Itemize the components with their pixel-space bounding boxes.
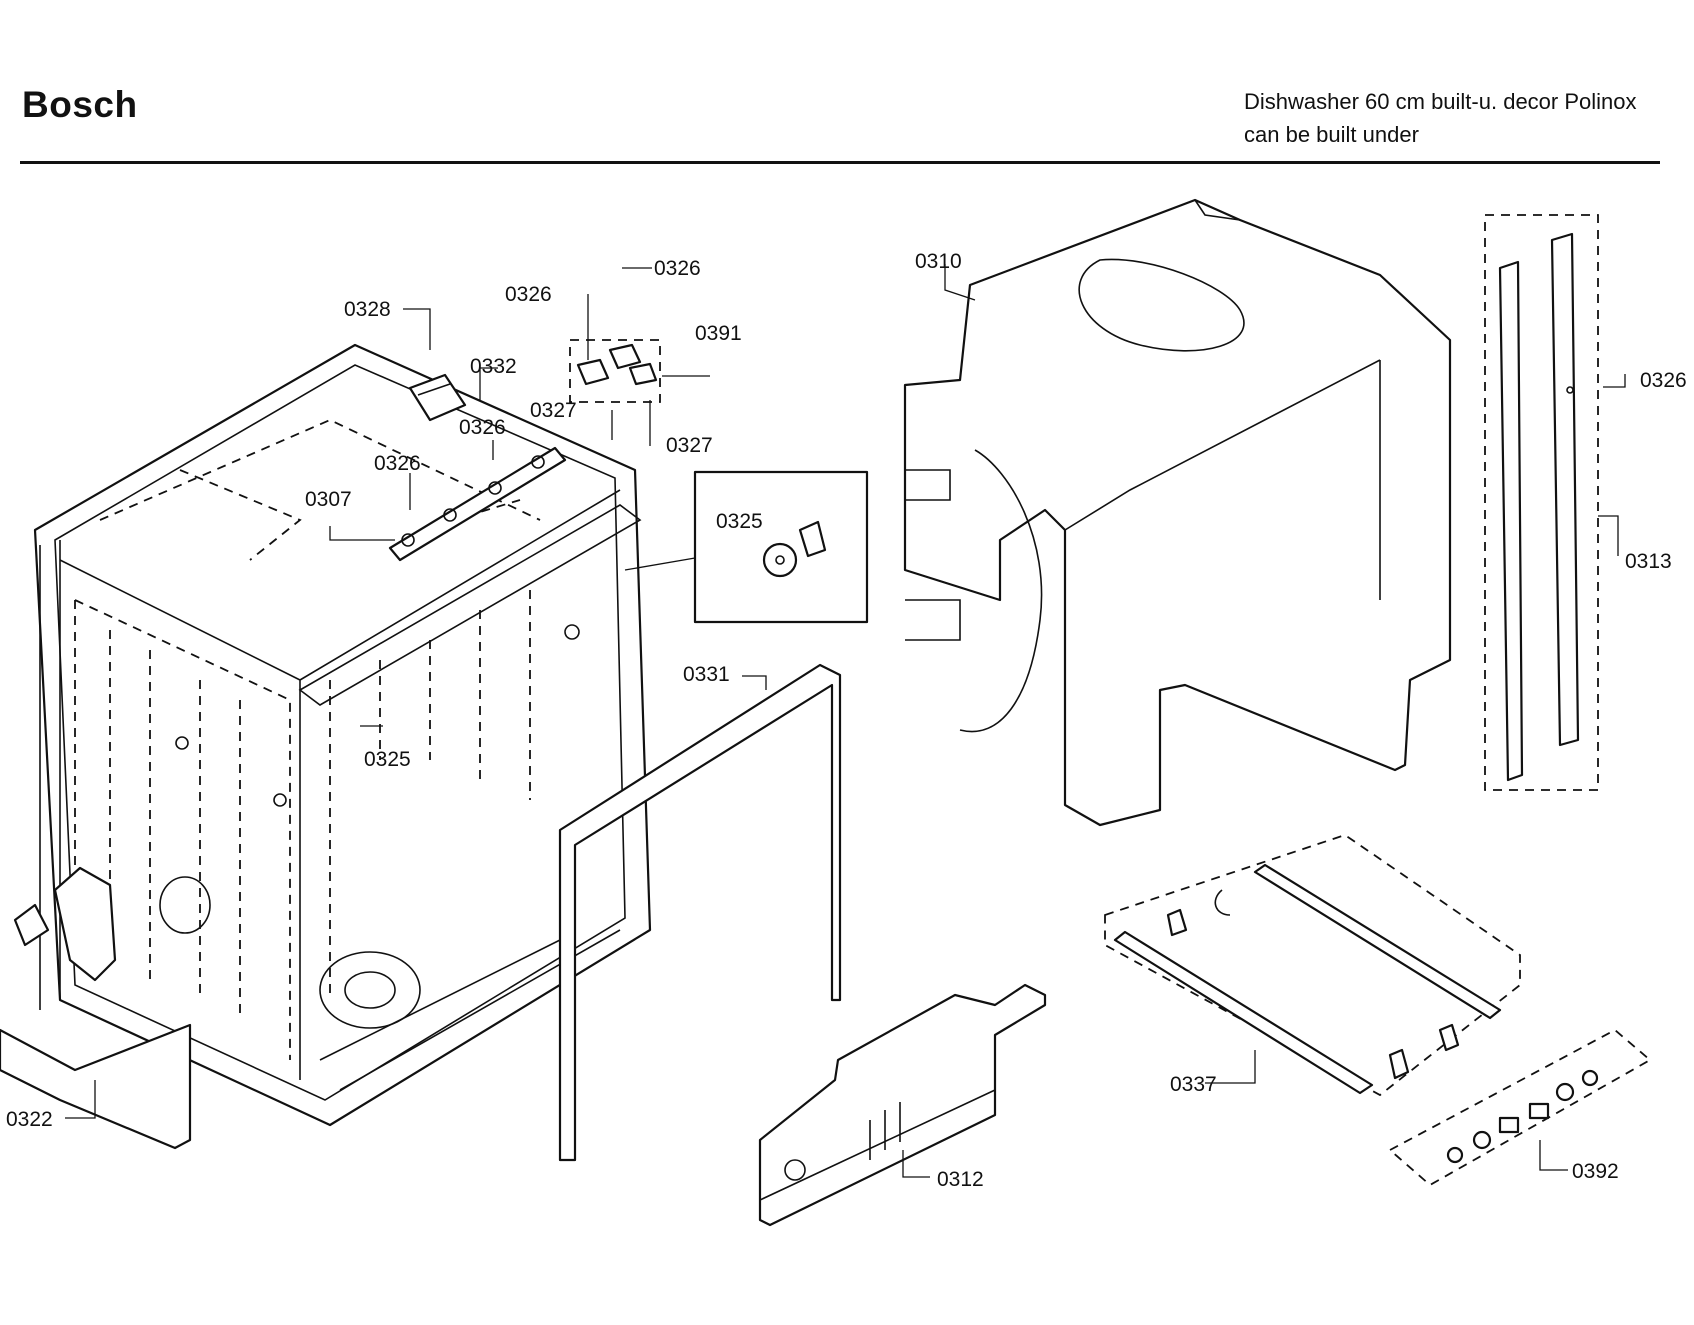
callout-0337: 0337	[1170, 1073, 1217, 1096]
callout-0313: 0313	[1625, 550, 1672, 573]
header-divider	[20, 161, 1660, 164]
callout-0322: 0322	[6, 1108, 53, 1131]
callout-0307: 0307	[305, 488, 352, 511]
side-panel-0322	[0, 866, 192, 1150]
callout-0392: 0392	[1572, 1160, 1619, 1183]
insulation-mat-0310	[903, 198, 1452, 827]
rail-kit-0337	[1104, 834, 1521, 1097]
front-strip-0312	[758, 983, 1047, 1227]
callout-0327: 0327	[666, 434, 713, 457]
washer-detail-box-0325	[624, 470, 869, 624]
callout-0325: 0325	[364, 748, 411, 771]
callout-0326: 0326	[654, 257, 701, 280]
side-rails-0313	[1484, 214, 1599, 791]
door-seal-0331	[558, 663, 842, 1162]
callout-0331: 0331	[683, 663, 730, 686]
dishwasher-tub	[33, 343, 652, 1127]
callout-0326: 0326	[505, 283, 552, 306]
bracket-0332	[408, 373, 467, 422]
callout-0327: 0327	[530, 399, 577, 422]
callout-0326: 0326	[1640, 369, 1687, 392]
callout-0312: 0312	[937, 1168, 984, 1191]
callout-labels: 0328 0332 0326 0326 0391 0327 0327 0326 …	[6, 250, 1687, 1191]
brand-title: Bosch	[22, 84, 138, 125]
callout-0332: 0332	[470, 355, 517, 378]
model-description: Dishwasher 60 cm built-u. decor Polinox	[1244, 89, 1637, 114]
model-description-sub: can be built under	[1244, 122, 1419, 147]
clip-group-0326-0327	[569, 339, 661, 403]
callout-0326: 0326	[459, 416, 506, 439]
callout-0328: 0328	[344, 298, 391, 321]
callout-0310: 0310	[915, 250, 962, 273]
leader-lines	[65, 264, 1626, 1178]
callout-0326: 0326	[374, 452, 421, 475]
callout-0325: 0325	[716, 510, 763, 533]
hardware-kit-0392	[1388, 1028, 1652, 1187]
mounting-plate-0307	[388, 446, 567, 562]
callout-0391: 0391	[695, 322, 742, 345]
